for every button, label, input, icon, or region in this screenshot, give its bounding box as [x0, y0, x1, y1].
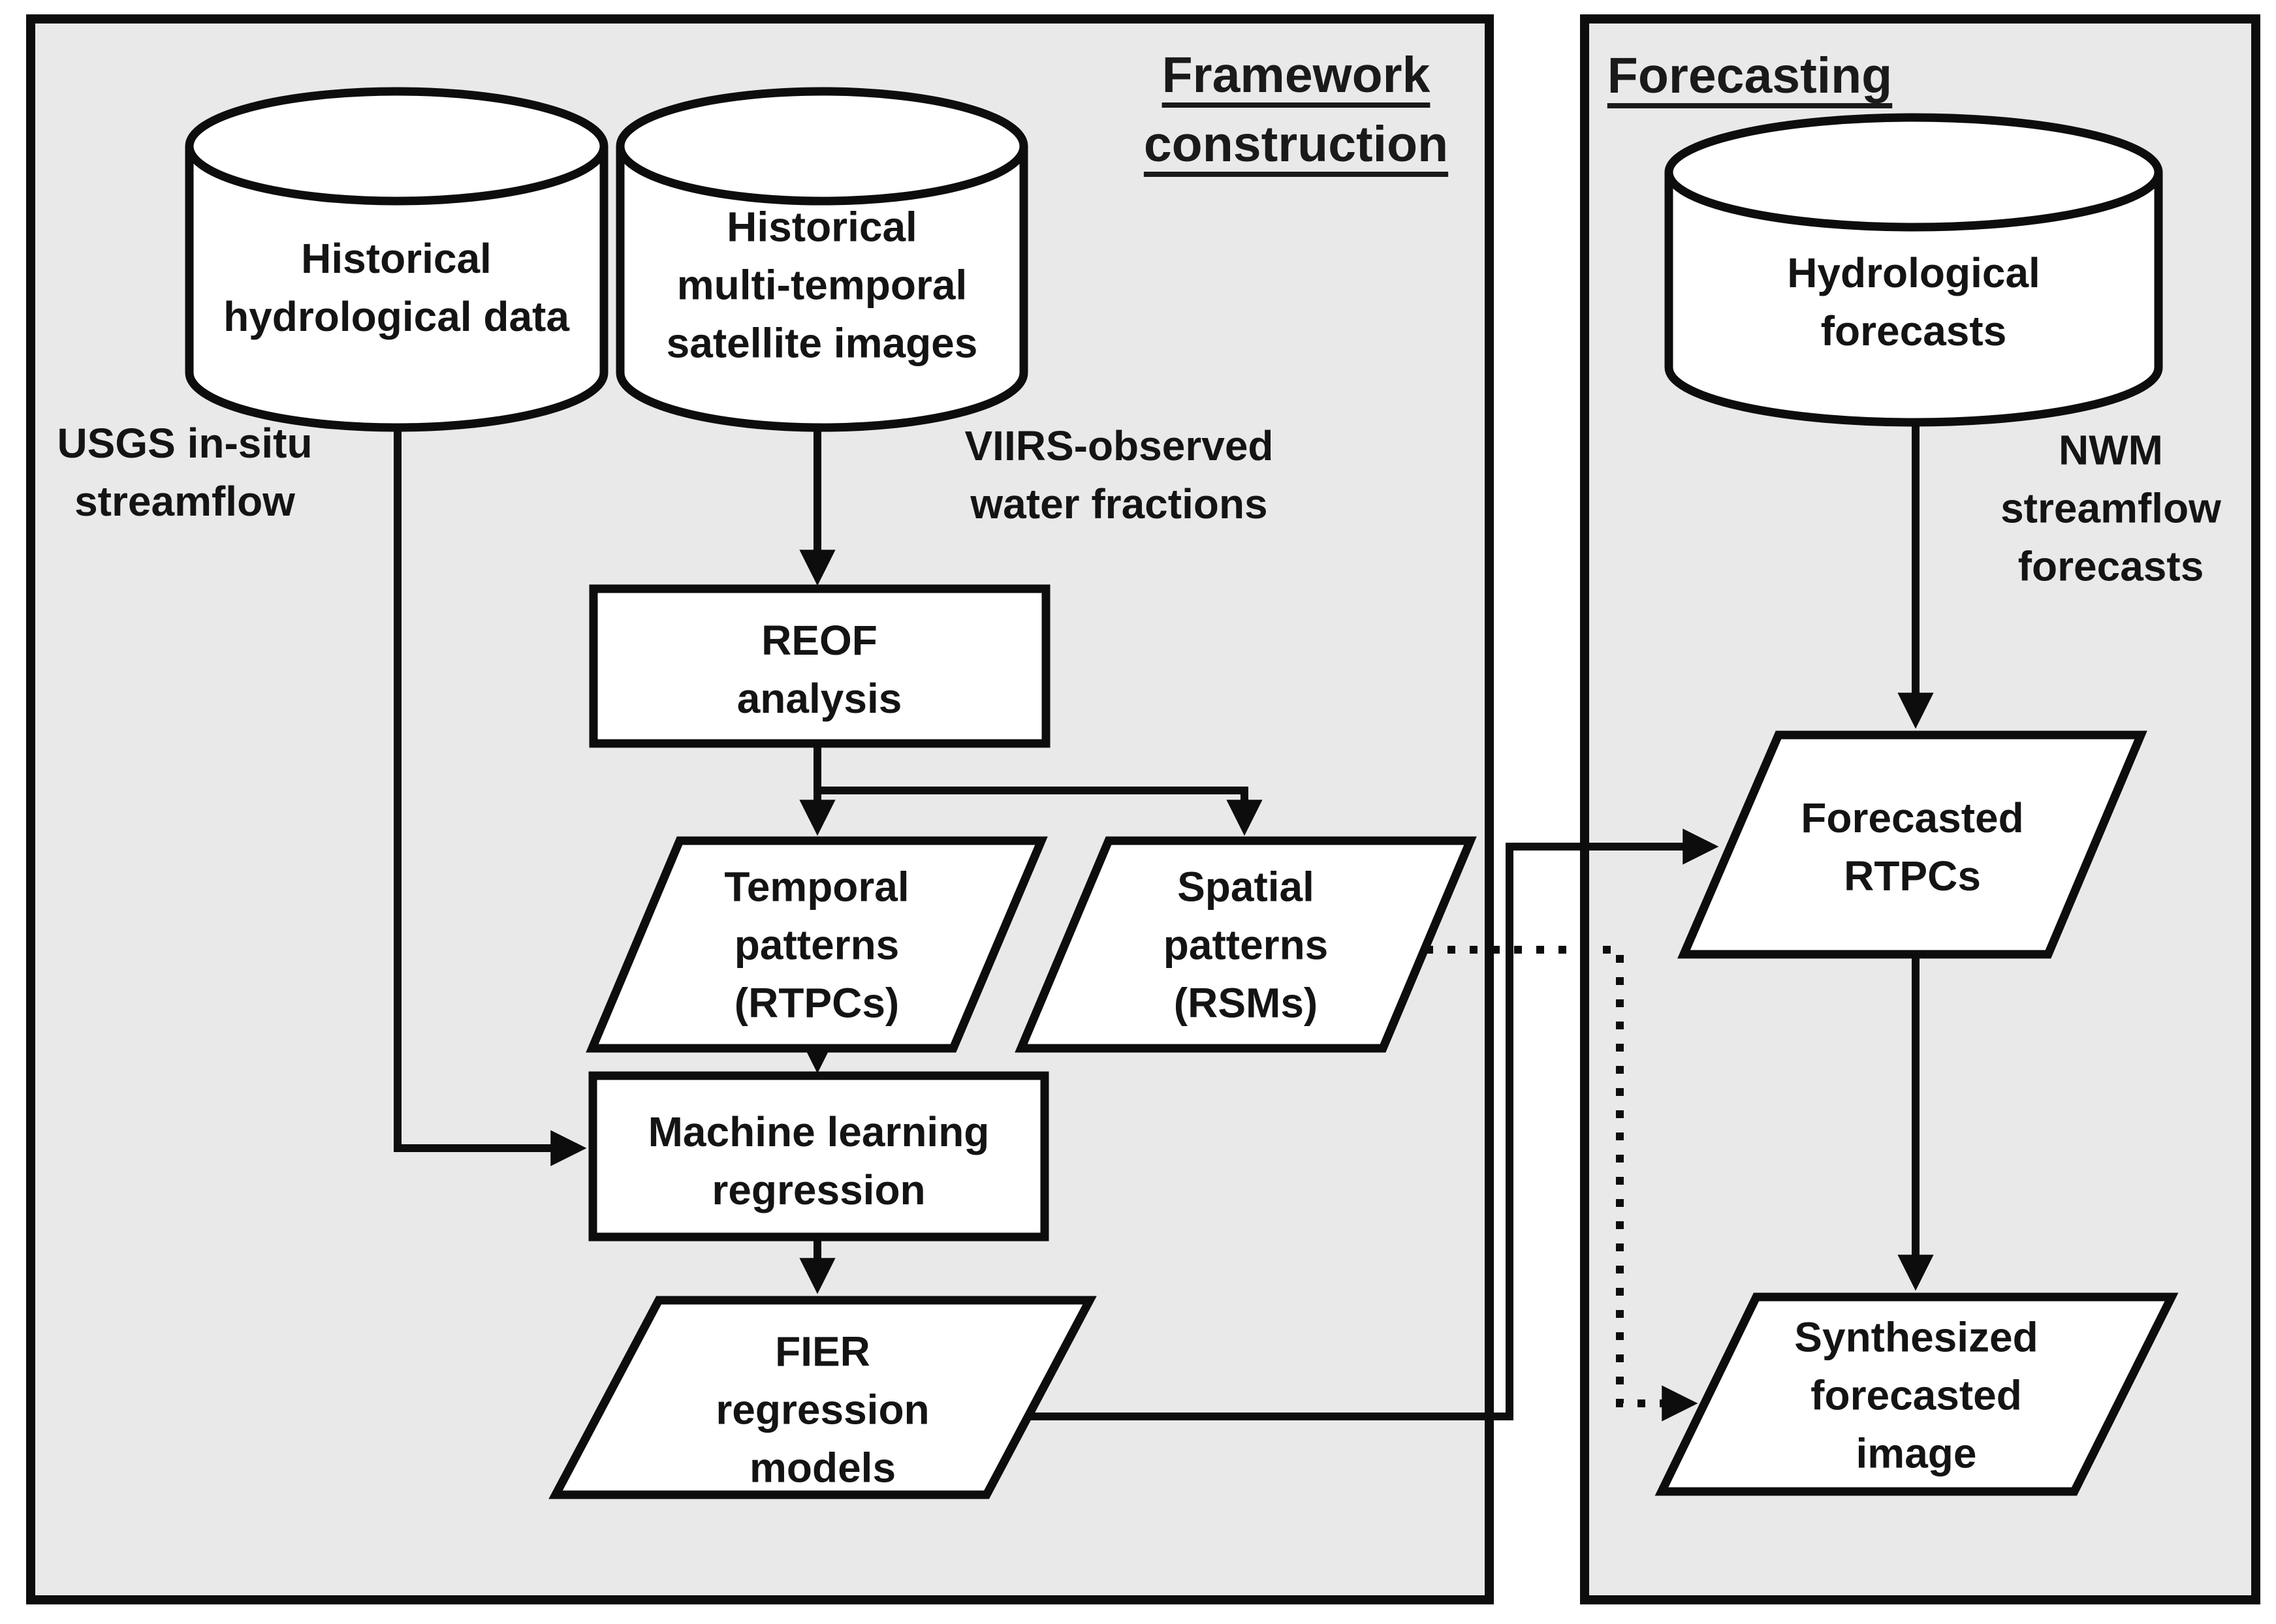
fier-regression-models-label: FIER regression models: [716, 1328, 930, 1491]
reof-analysis-label: REOF analysis: [736, 617, 902, 722]
temporal-patterns-label: Temporal patterns (RTPCs): [724, 863, 909, 1027]
forecasting-heading: Forecasting: [1607, 48, 1893, 104]
usgs-in-situ-streamflow-label: USGS in-situ streamflow: [57, 420, 313, 525]
machine-learning-regression-label: Machine learning regression: [648, 1108, 990, 1213]
hydrological-forecasts-label: Hydrological forecasts: [1787, 249, 2040, 354]
dotted-arrow-rsm-to-synthesized-image: [1425, 946, 1698, 1422]
machine-learning-regression-box: [588, 1071, 1049, 1241]
forecasted-rtpcs-parallelogram: [1677, 730, 2147, 959]
spatial-patterns-label: Spatial patterns (RSMs): [1163, 863, 1329, 1027]
historical-satellite-images-cylinder: [616, 87, 1028, 432]
arrow-reof-to-spatial: [817, 787, 1263, 836]
fier-regression-models-parallelogram: [548, 1296, 1097, 1499]
reof-analysis-box: [589, 584, 1051, 748]
viirs-observed-water-fractions-label: VIIRS-observed water fractions: [964, 422, 1274, 527]
historical-hydrological-data-label: Historical hydrological data: [223, 235, 569, 340]
temporal-patterns-parallelogram: [586, 836, 1048, 1053]
synthesized-forecasted-image-label: Synthesized forecasted image: [1794, 1313, 2038, 1477]
synthesized-forecasted-image-parallelogram: [1654, 1292, 2179, 1496]
historical-hydrological-data-cylinder: [185, 87, 609, 432]
arrow-fier-to-forecasted-rtpcs: [1031, 828, 1719, 1420]
nwm-streamflow-forecasts-label: NWM streamflow forecasts: [2000, 426, 2221, 590]
arrow-hydrodata-to-ml: [394, 418, 587, 1166]
historical-satellite-images-label: Historical multi-temporal satellite imag…: [666, 203, 978, 367]
hydrological-forecasts-cylinder: [1664, 113, 2163, 427]
framework-construction-heading: Framework construction: [1143, 47, 1449, 172]
forecasted-rtpcs-label: Forecasted RTPCs: [1801, 794, 2024, 899]
spatial-patterns-parallelogram: [1015, 836, 1477, 1053]
